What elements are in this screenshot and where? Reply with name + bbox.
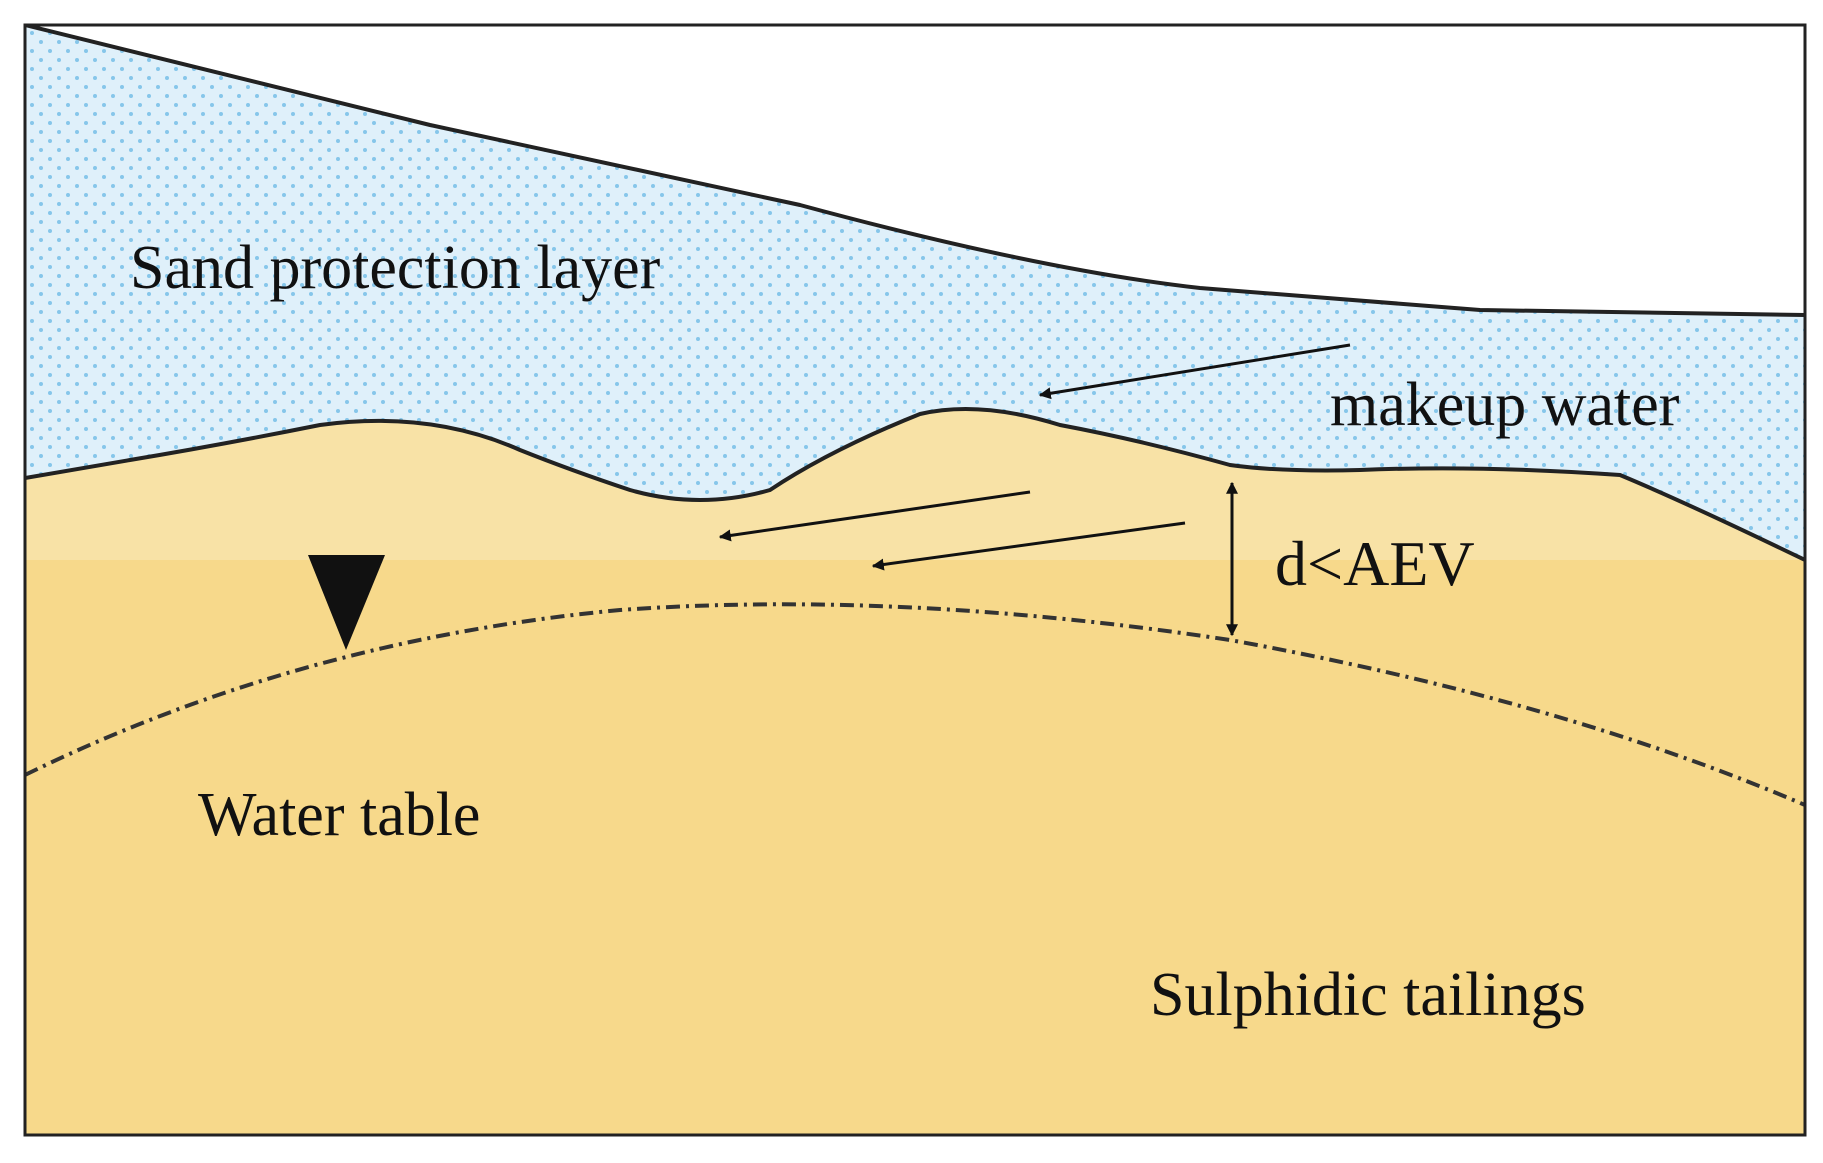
water-table-triangle-icon xyxy=(308,555,385,650)
sand-protection-layer xyxy=(25,25,1805,560)
water-table-label: Water table xyxy=(198,781,480,849)
diagram-frame xyxy=(23,23,1807,1137)
makeup-water-label: makeup water xyxy=(1330,371,1680,439)
lateral-flow-arrow-upper xyxy=(718,490,1031,542)
capillary-fringe-zone xyxy=(25,408,1805,560)
sand-top-surface-line xyxy=(25,25,1805,317)
lateral-flow-arrow-lower xyxy=(871,521,1186,571)
depth-condition-label: d<AEV xyxy=(1275,528,1475,599)
tailings-surface-line xyxy=(25,407,1805,562)
tailings-label: Sulphidic tailings xyxy=(1150,961,1586,1029)
sand-layer-label: Sand protection layer xyxy=(130,234,661,302)
water-table-line xyxy=(25,602,1805,807)
makeup-water-arrow xyxy=(1038,343,1351,400)
sulphidic-tailings-zone xyxy=(25,560,1805,1135)
